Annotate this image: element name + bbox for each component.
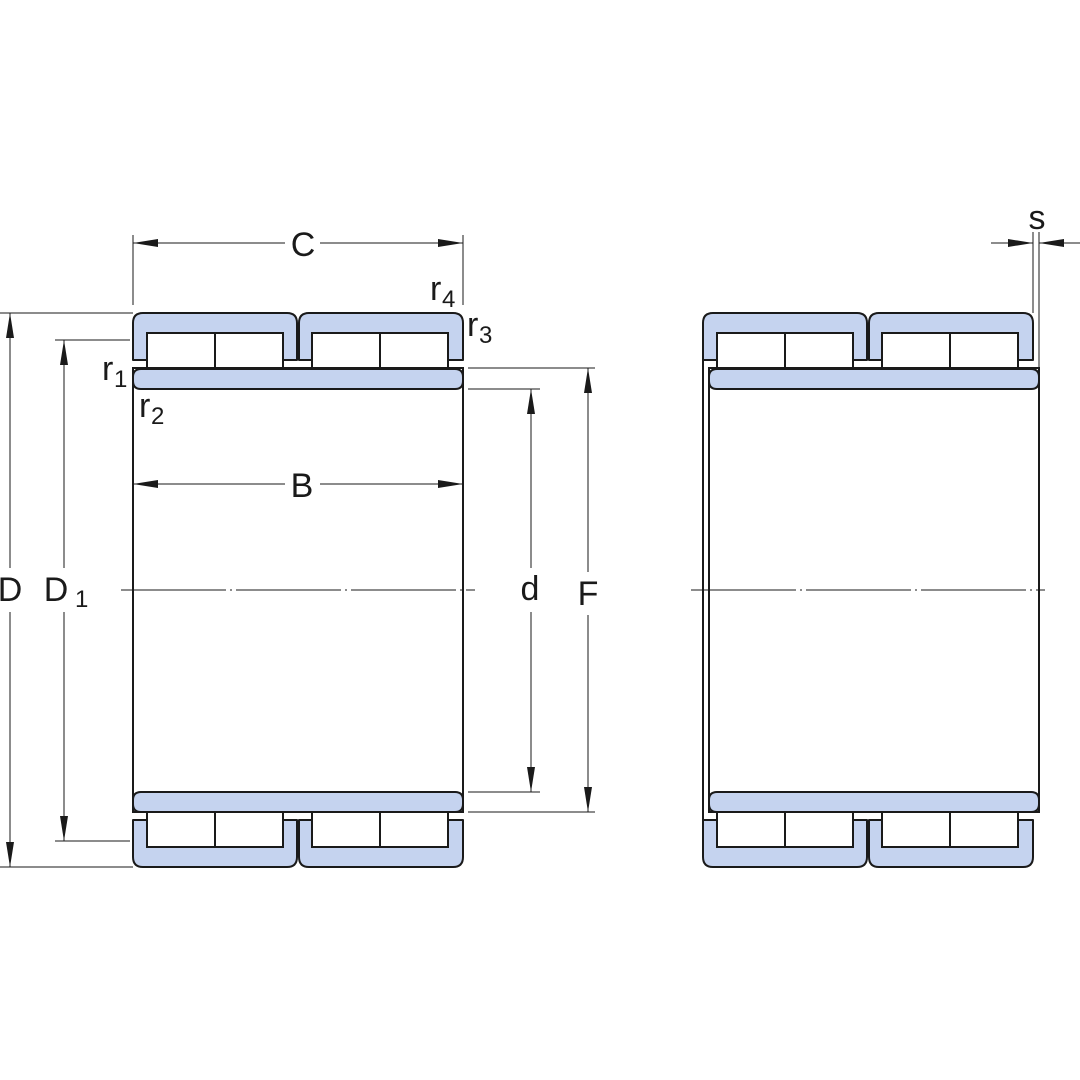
roller-bottom-1 <box>146 811 216 848</box>
radius-label-r2-subscript: 2 <box>151 403 164 430</box>
roller-bottom-2 <box>214 811 284 848</box>
roller-top-1 <box>146 332 216 369</box>
inner-ring-top <box>132 368 464 390</box>
dimension-label-C: C <box>291 226 316 264</box>
roller-bottom-3-shifted <box>881 811 951 848</box>
inner-ring-bottom <box>132 791 464 813</box>
inner-ring-bottom-shifted <box>708 791 1040 813</box>
roller-bottom-3 <box>311 811 381 848</box>
dimension-label-s: s <box>1029 199 1046 237</box>
roller-bottom-2-shifted <box>784 811 854 848</box>
roller-top-4 <box>379 332 449 369</box>
roller-top-2-shifted <box>784 332 854 369</box>
dimension-label-D1-subscript: 1 <box>75 586 88 613</box>
dimension-label-F: F <box>578 575 599 613</box>
roller-bottom-1-shifted <box>716 811 786 848</box>
roller-top-4-shifted <box>949 332 1019 369</box>
left-view: C B D D 1 d F r 1 r 2 r 3 r 4 <box>0 226 599 868</box>
radius-label-r2: r <box>139 387 150 425</box>
roller-bottom-4 <box>379 811 449 848</box>
right-view: s <box>691 199 1080 868</box>
inner-ring-top-shifted <box>708 368 1040 390</box>
roller-top-1-shifted <box>716 332 786 369</box>
radius-label-r1: r <box>102 350 113 388</box>
roller-top-2 <box>214 332 284 369</box>
dimension-label-D: D <box>0 571 22 609</box>
roller-bottom-4-shifted <box>949 811 1019 848</box>
radius-label-r4-subscript: 4 <box>442 286 455 313</box>
dimension-label-D1: D <box>44 571 69 609</box>
dimension-label-d: d <box>521 570 540 608</box>
dimension-label-B: B <box>291 467 314 505</box>
radius-label-r4: r <box>430 270 441 308</box>
radius-label-r3-subscript: 3 <box>479 322 492 349</box>
roller-top-3 <box>311 332 381 369</box>
radius-label-r3: r <box>467 306 478 344</box>
radius-label-r1-subscript: 1 <box>114 366 127 393</box>
roller-top-3-shifted <box>881 332 951 369</box>
